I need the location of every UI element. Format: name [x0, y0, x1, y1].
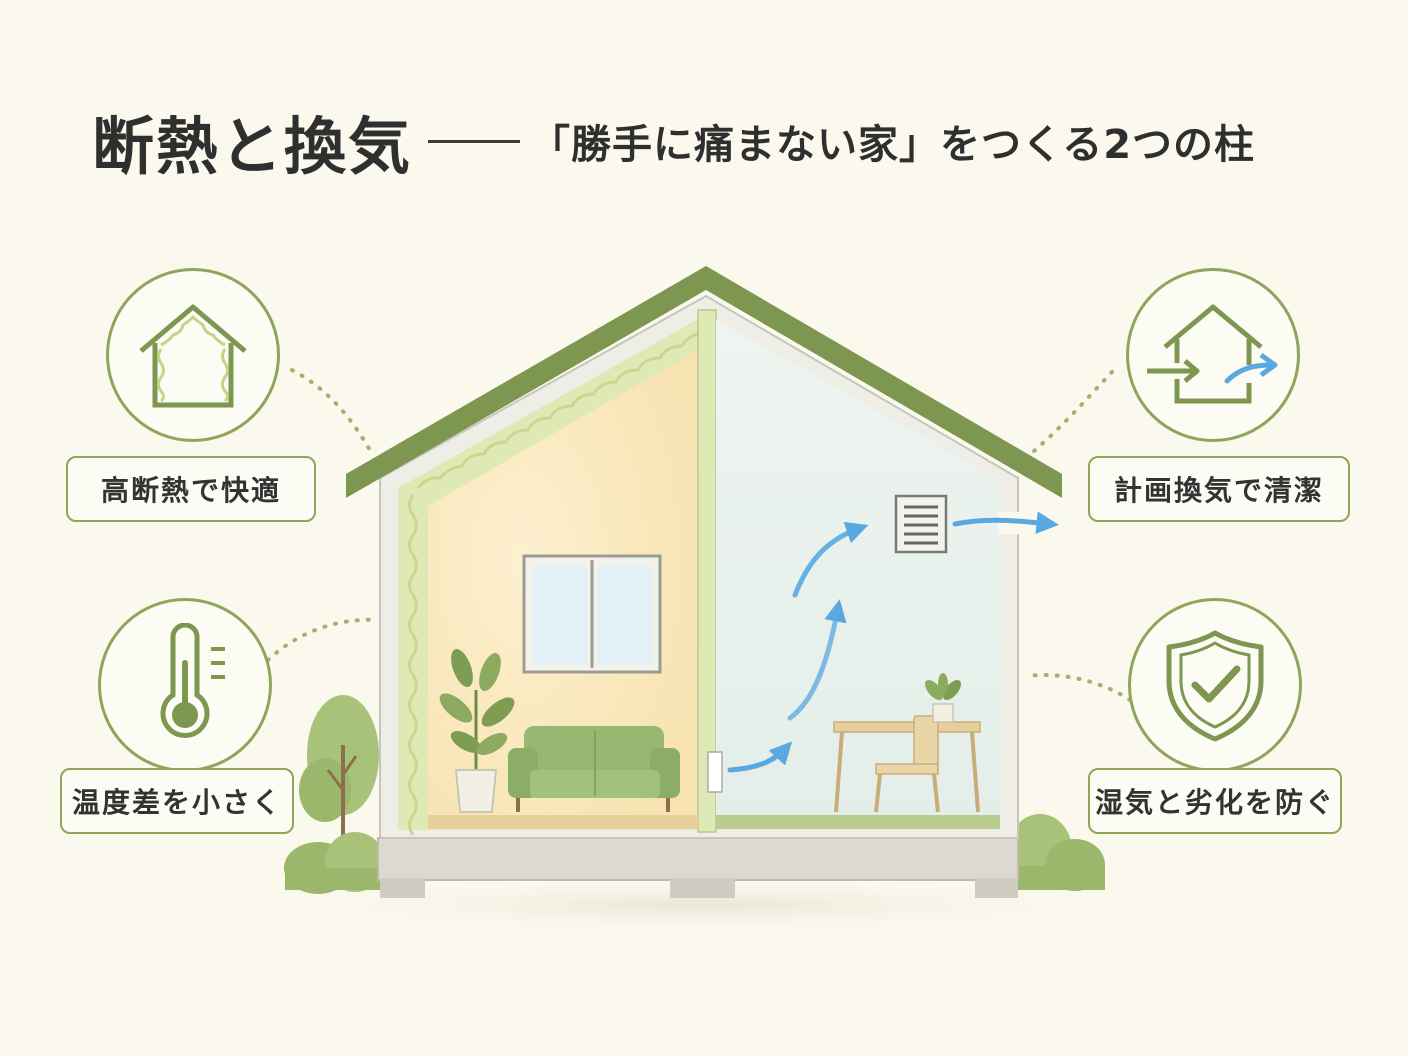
protection-icon-circle	[1128, 598, 1302, 772]
floor-left	[428, 815, 698, 829]
intake-vent	[707, 751, 723, 793]
foundation	[377, 837, 1019, 898]
label-high-insulation: 高断熱で快適	[66, 456, 316, 522]
shield-check-icon	[1166, 630, 1264, 742]
ground-shadow	[230, 875, 1170, 935]
bush-right	[1008, 814, 1105, 891]
chair	[874, 715, 940, 813]
airflow-arrows	[727, 511, 1059, 773]
connector-lines	[266, 368, 1132, 702]
ventilation-icon-circle	[1126, 268, 1300, 442]
page-title: 断熱と換気 「勝手に痛まない家」をつくる2つの柱	[92, 96, 1372, 186]
insulation-wave-wall	[408, 494, 418, 836]
label-temperature-difference: 温度差を小さく	[60, 768, 294, 834]
window	[522, 554, 662, 674]
insulated-house-icon	[139, 304, 247, 408]
insulation-wave-roof	[416, 332, 699, 489]
label-planned-ventilation: 計画換気で清潔	[1088, 456, 1350, 522]
tree-left	[299, 695, 379, 850]
table	[833, 721, 981, 813]
sofa	[508, 726, 680, 812]
insulation-icon-circle	[106, 268, 280, 442]
floor-right	[716, 815, 1000, 829]
thermometer-icon	[160, 623, 225, 738]
bush-left	[284, 832, 385, 894]
cool-room	[716, 320, 1000, 818]
plant-left	[439, 648, 515, 813]
title-main: 断熱と換気	[92, 110, 413, 183]
temperature-icon-circle	[98, 598, 272, 772]
label-prevent-moisture: 湿気と劣化を防ぐ	[1088, 768, 1342, 834]
plant-table	[925, 673, 961, 723]
exhaust-vent	[894, 494, 948, 554]
ventilation-house-icon	[1147, 304, 1278, 404]
title-dash	[428, 139, 521, 143]
title-subtitle: 「勝手に痛まない家」をつくる2つの柱	[530, 122, 1256, 168]
